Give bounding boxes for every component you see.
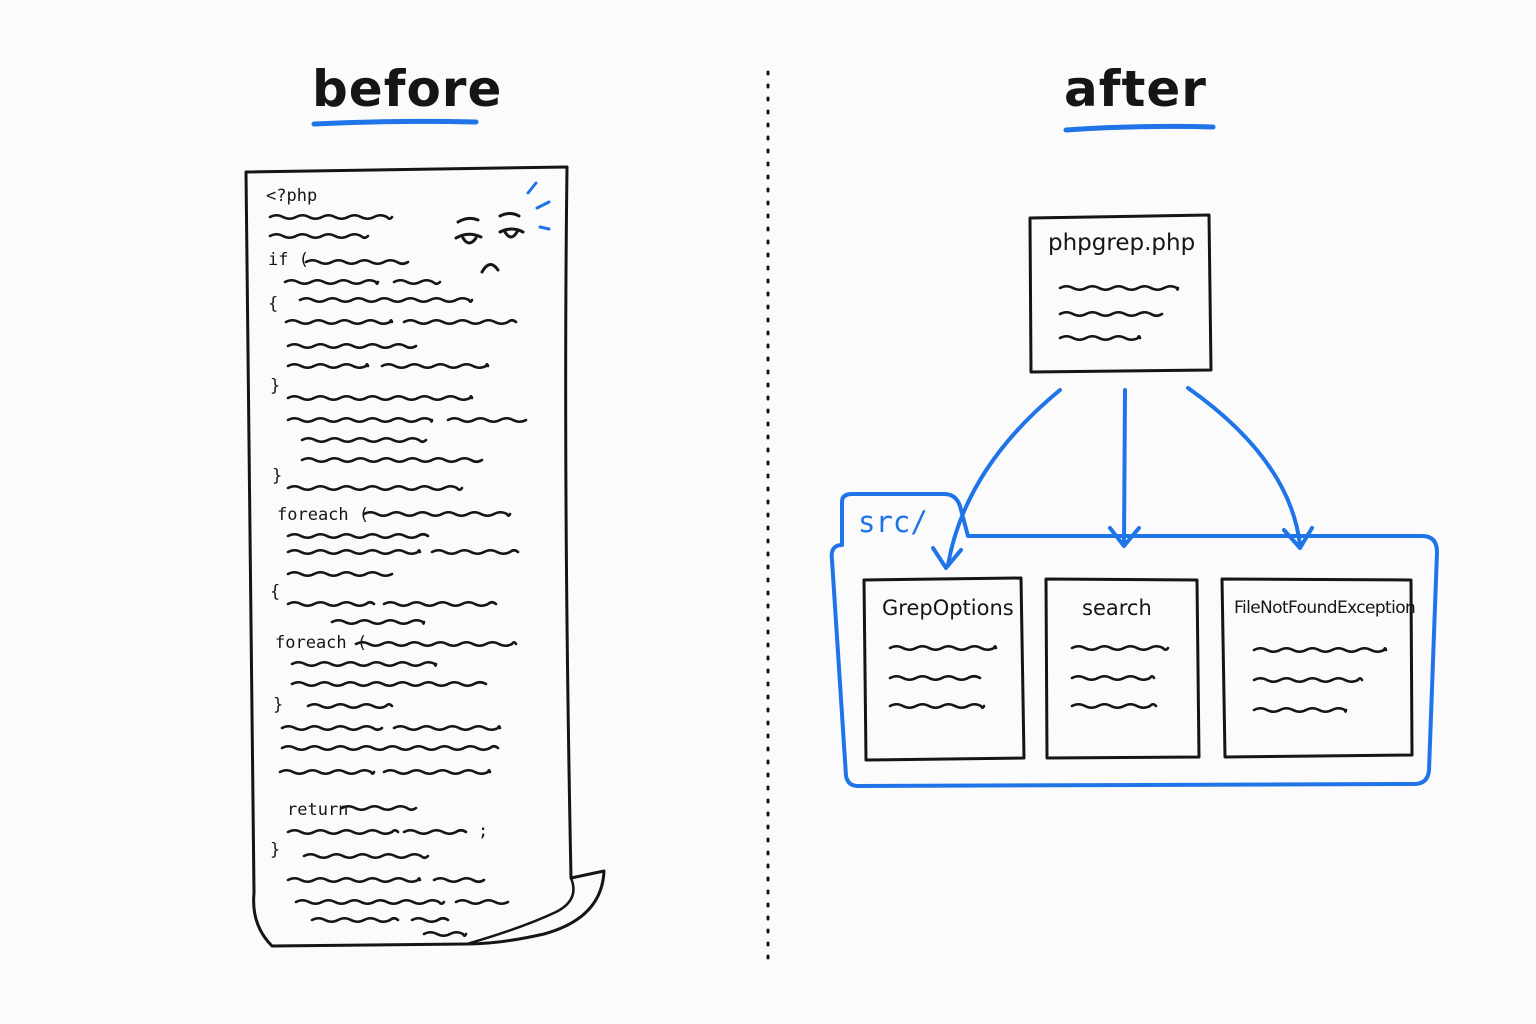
code-squiggle-line bbox=[300, 436, 428, 444]
code-squiggle-line bbox=[410, 916, 450, 924]
code-if: if ( bbox=[268, 250, 309, 270]
code-return: return bbox=[287, 800, 349, 820]
code-squiggle-line bbox=[392, 278, 442, 286]
code-squiggle-line bbox=[1070, 674, 1156, 682]
scroll-curl bbox=[465, 876, 575, 946]
code-squiggle-line bbox=[1252, 676, 1364, 684]
code-squiggle-line bbox=[382, 768, 492, 776]
code-squiggle-line bbox=[284, 318, 394, 326]
file-label-filenotfound: FileNotFoundException bbox=[1234, 598, 1416, 618]
after-heading: after bbox=[1064, 60, 1207, 118]
code-squiggle-line bbox=[286, 600, 376, 608]
arrowhead-search bbox=[1108, 526, 1141, 548]
worried-face-icon bbox=[454, 181, 551, 274]
code-squiggle-line bbox=[330, 618, 426, 626]
code-squiggle-line bbox=[278, 768, 376, 776]
code-squiggle-line bbox=[286, 532, 430, 540]
code-squiggle-line bbox=[280, 744, 500, 752]
code-squiggle-line bbox=[1058, 310, 1164, 318]
code-squiggle-line bbox=[286, 876, 422, 884]
code-squiggle-line bbox=[294, 898, 446, 906]
code-squiggle-line bbox=[402, 318, 518, 326]
before-heading: before bbox=[312, 60, 503, 118]
arrowhead-grepoptions bbox=[931, 546, 963, 570]
src-folder-outline bbox=[829, 492, 1439, 788]
code-squiggle-line bbox=[300, 456, 484, 464]
code-squiggle-line bbox=[888, 674, 982, 682]
code-squiggle-line bbox=[286, 570, 394, 578]
code-foreach-1: foreach ( bbox=[277, 505, 370, 525]
code-squiggle-line bbox=[354, 640, 518, 648]
code-squiggles bbox=[268, 213, 1388, 938]
arrow-to-search bbox=[1122, 388, 1127, 546]
file-box-filenotfound bbox=[1220, 577, 1414, 759]
code-brace-close-1: } bbox=[270, 376, 281, 396]
code-squiggle-line bbox=[430, 548, 520, 556]
arrowhead-filenotfound bbox=[1282, 526, 1314, 550]
code-squiggle-line bbox=[286, 828, 400, 836]
code-foreach-2: foreach ( bbox=[275, 633, 368, 653]
code-squiggle-line bbox=[310, 916, 400, 924]
code-squiggle-line bbox=[432, 876, 486, 884]
code-squiggle-line bbox=[422, 930, 468, 938]
code-squiggle-line bbox=[888, 702, 986, 710]
code-squiggle-line bbox=[304, 258, 410, 266]
code-brace-close-2: } bbox=[272, 466, 283, 486]
code-squiggle-line bbox=[298, 296, 474, 304]
dependency-arrows bbox=[931, 386, 1314, 570]
code-brace-close-4: } bbox=[270, 840, 281, 860]
code-squiggle-line bbox=[446, 416, 528, 424]
code-squiggle-line bbox=[362, 510, 512, 518]
code-brace-close-3: } bbox=[273, 695, 284, 715]
code-squiggle-line bbox=[402, 828, 468, 836]
main-file-box bbox=[1028, 213, 1213, 374]
file-label-grepoptions: GrepOptions bbox=[882, 596, 1014, 620]
code-squiggle-line bbox=[302, 852, 430, 860]
file-label-search: search bbox=[1082, 596, 1152, 620]
code-squiggle-line bbox=[1252, 646, 1388, 654]
arrow-to-grepoptions bbox=[946, 388, 1062, 567]
code-squiggle-line bbox=[1058, 334, 1142, 342]
file-box-search bbox=[1044, 577, 1201, 760]
code-squiggle-line bbox=[290, 680, 488, 688]
arrow-to-filenotfound bbox=[1186, 386, 1302, 547]
main-file-label: phpgrep.php bbox=[1048, 230, 1196, 256]
code-squiggle-line bbox=[888, 644, 998, 652]
code-squiggle-line bbox=[1252, 706, 1348, 714]
code-squiggle-line bbox=[1070, 702, 1158, 710]
code-squiggle-line bbox=[286, 342, 418, 350]
code-brace-open-1: { bbox=[268, 294, 279, 314]
code-squiggle-line bbox=[286, 416, 434, 424]
src-folder-label: src/ bbox=[858, 505, 928, 539]
code-squiggle-line bbox=[286, 362, 370, 370]
code-squiggle-line bbox=[268, 232, 370, 240]
code-squiggle-line bbox=[268, 213, 394, 221]
code-brace-open-2: { bbox=[270, 582, 281, 602]
code-squiggle-line bbox=[286, 394, 474, 402]
code-squiggle-line bbox=[290, 660, 438, 668]
code-squiggle-line bbox=[392, 724, 502, 732]
before-underline bbox=[311, 118, 479, 127]
code-squiggle-line bbox=[382, 600, 498, 608]
code-squiggle-line bbox=[283, 278, 380, 286]
code-squiggle-line bbox=[286, 484, 464, 492]
code-squiggle-line bbox=[286, 548, 422, 556]
code-semicolon: ; bbox=[478, 821, 489, 841]
code-squiggle-line bbox=[380, 362, 490, 370]
code-squiggle-line bbox=[306, 702, 394, 710]
code-squiggle-line bbox=[1058, 284, 1180, 292]
code-php-open: <?php bbox=[266, 186, 318, 206]
file-box-grepoptions bbox=[862, 576, 1026, 762]
code-squiggle-line bbox=[340, 804, 418, 812]
code-squiggle-line bbox=[280, 724, 384, 732]
code-scroll bbox=[244, 165, 606, 948]
code-squiggle-line bbox=[1070, 644, 1170, 652]
code-squiggle-line bbox=[454, 898, 510, 906]
after-underline bbox=[1063, 123, 1216, 133]
